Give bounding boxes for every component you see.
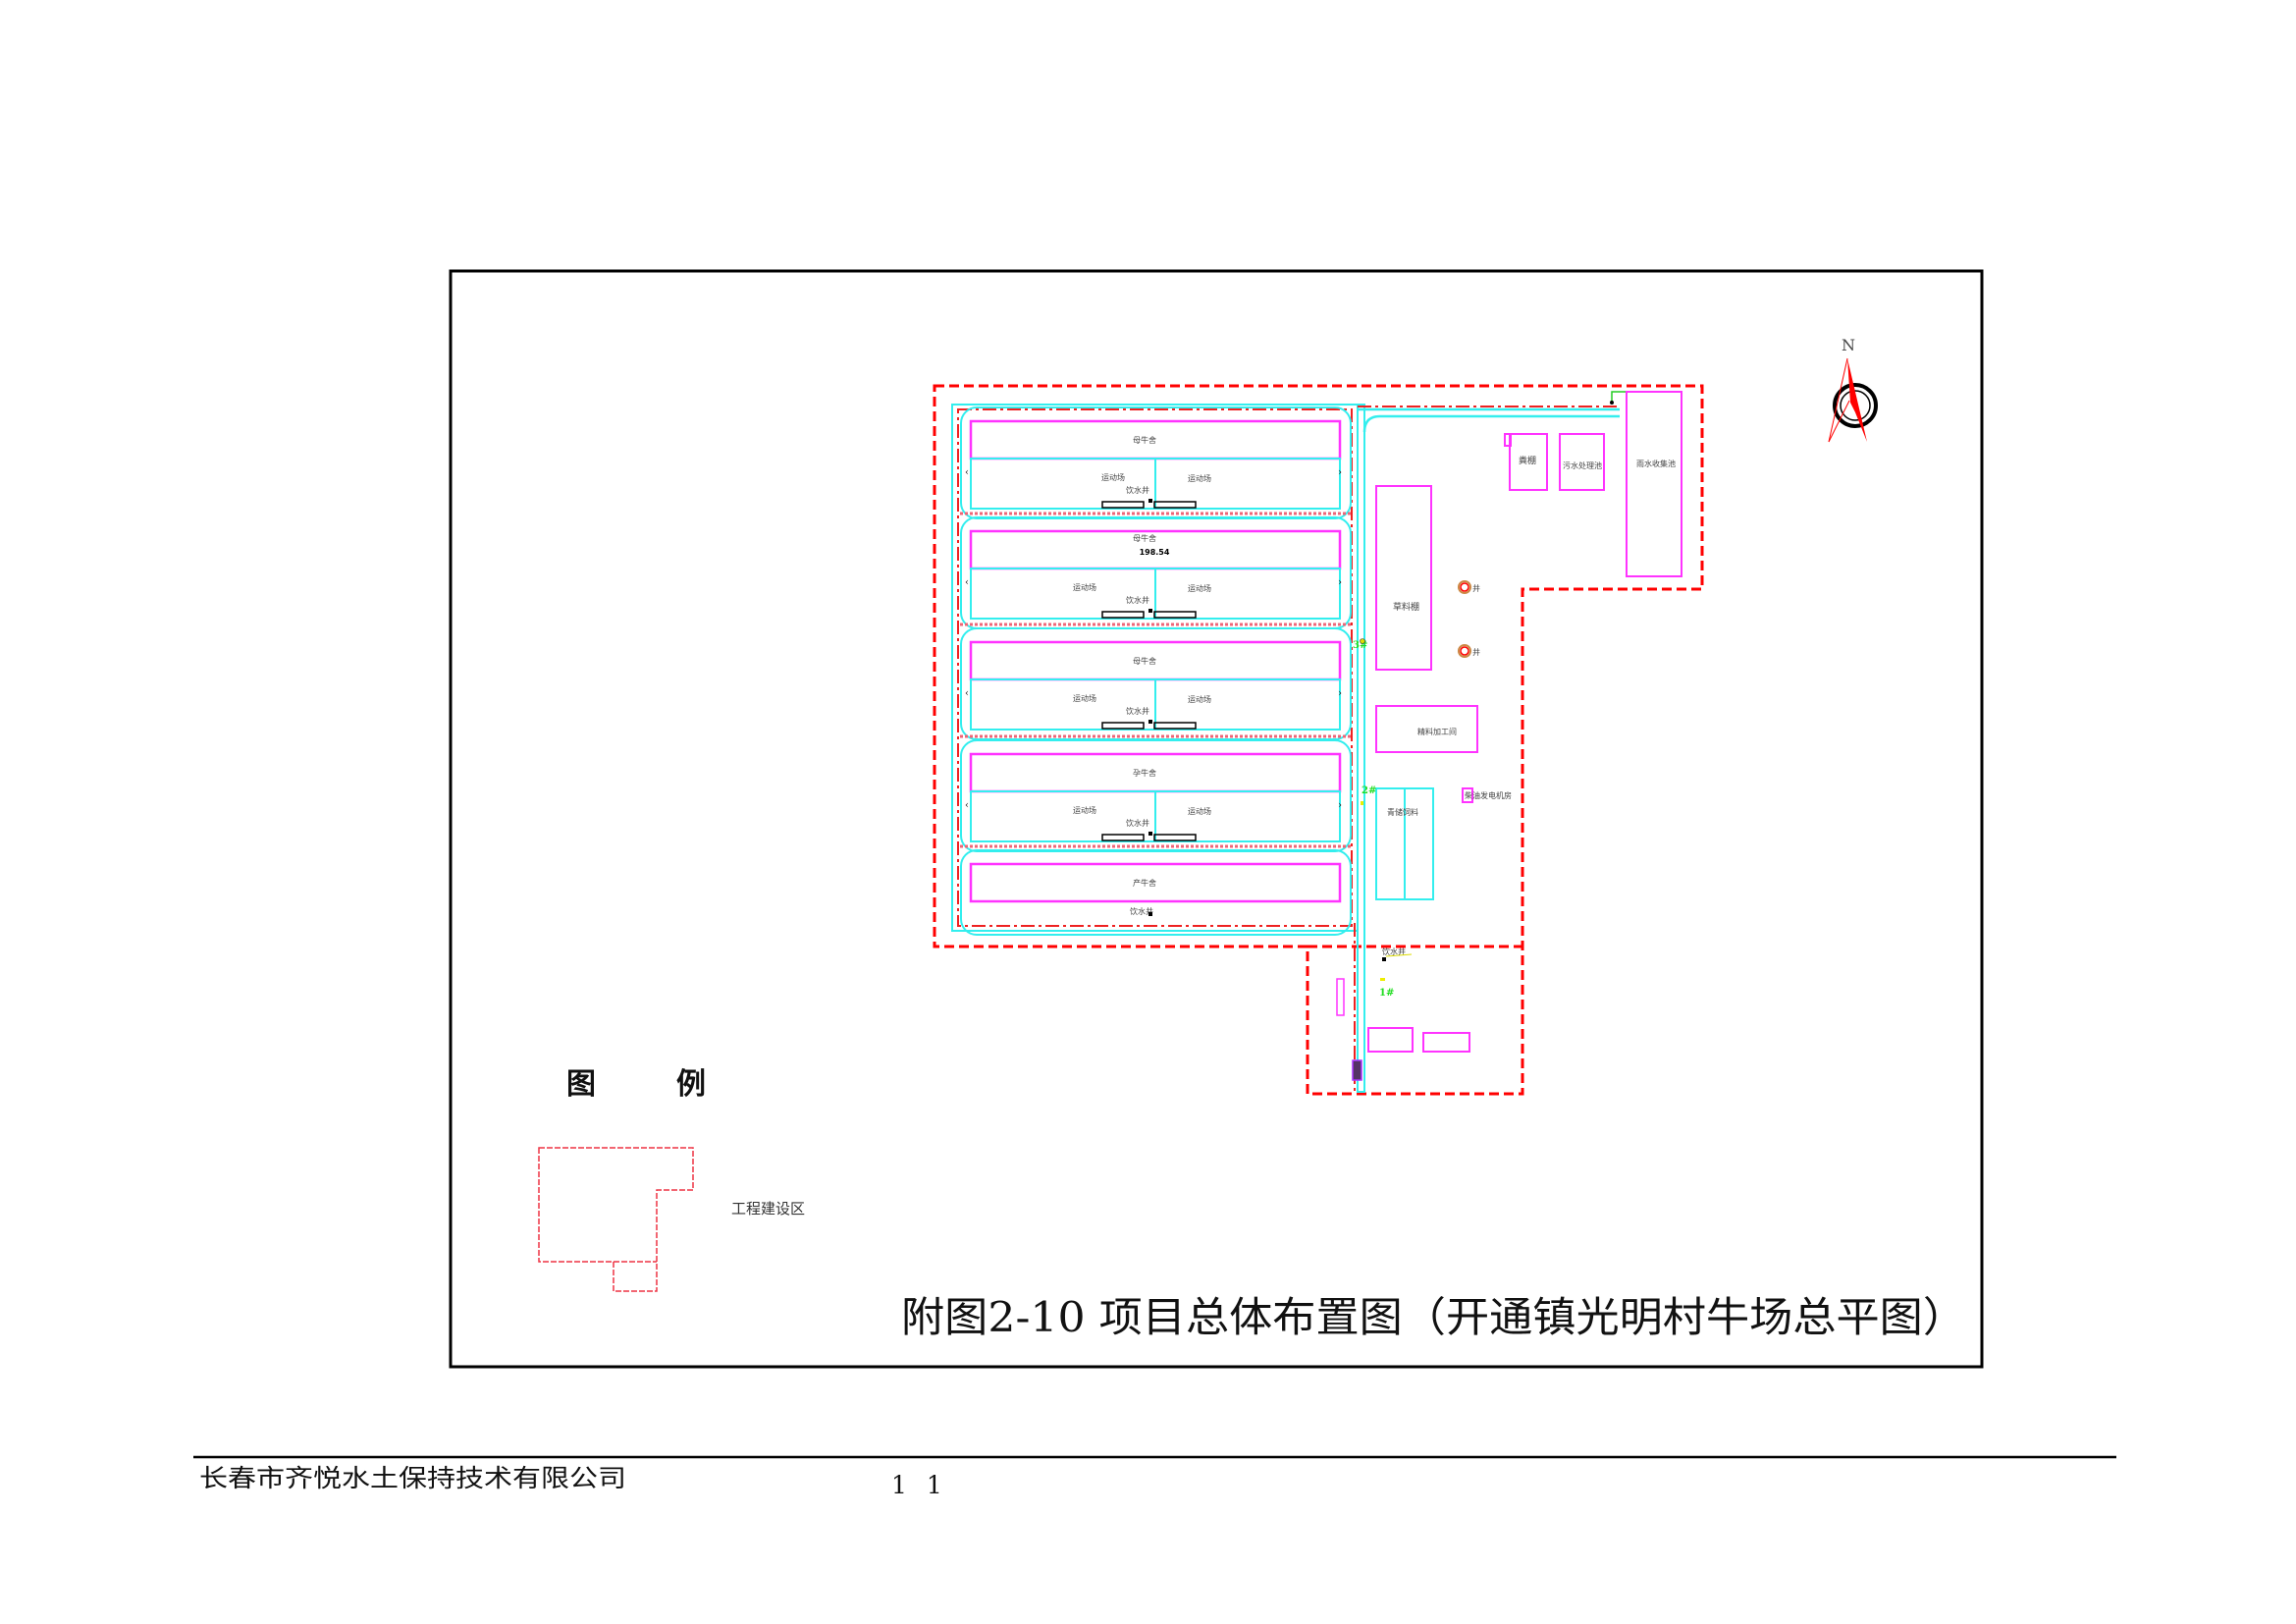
water-trough: [1101, 834, 1145, 841]
main-road-top: [1358, 407, 1620, 433]
main-road-vertical: [1357, 404, 1365, 1093]
manure-shed: [1509, 433, 1548, 491]
gate-right-icon: ›: [1338, 688, 1342, 699]
footer-page-number: 1 1: [891, 1471, 948, 1499]
yard-left-label: 运动场: [1073, 693, 1096, 703]
manure-shed-label: 粪棚: [1519, 455, 1536, 466]
water-trough: [1153, 722, 1197, 730]
legend-title-2: 例: [676, 1067, 706, 1102]
elevation-label: 198.54: [1140, 548, 1170, 557]
drinking-well-icon: [1148, 832, 1152, 836]
gate-right-icon: ›: [1338, 467, 1342, 478]
drinking-well-icon: [1148, 912, 1152, 916]
barn-label: 母牛舍: [1133, 435, 1156, 445]
auxiliary-building: [1367, 1027, 1414, 1053]
barn-building: [969, 862, 1342, 903]
barn-ring-road: [960, 849, 1352, 936]
water-well-label: 饮水井: [1126, 706, 1149, 716]
well-icon: [1458, 644, 1471, 658]
yard-right-label: 运动场: [1188, 583, 1211, 593]
barn-label: 母牛舍: [1133, 533, 1156, 543]
barn-rows: 母牛舍运动场运动场饮水井‹›母牛舍198.54运动场运动场饮水井‹›母牛舍运动场…: [960, 406, 1352, 936]
gate-left-icon: ‹: [965, 688, 969, 699]
feed-room-label: 精料加工间: [1417, 727, 1457, 736]
marker-2: 2#: [1362, 785, 1376, 796]
legend-construction-area-label: 工程建设区: [731, 1200, 805, 1218]
gate-left-icon: ‹: [965, 800, 969, 811]
water-well-label: 饮水井: [1130, 906, 1153, 916]
footer-company: 长春市齐悦水土保持技术有限公司: [199, 1464, 626, 1492]
yard-left-label: 运动场: [1073, 582, 1096, 592]
drinking-well-icon: [1148, 499, 1152, 503]
legend-construction-area-symbol: [538, 1147, 694, 1292]
water-well-label: 饮水井: [1126, 595, 1149, 605]
pipe: [1611, 391, 1627, 402]
hay-shed-label: 草料棚: [1393, 601, 1419, 613]
water-trough: [1153, 501, 1197, 509]
yard-left-label: 运动场: [1101, 472, 1125, 482]
sewage-pool: [1559, 433, 1605, 491]
valve-icon: [1610, 401, 1614, 405]
well-icon-inner: [1460, 646, 1469, 656]
yard-right-label: 运动场: [1188, 473, 1211, 483]
water-trough: [1101, 722, 1145, 730]
leader-line: [1385, 953, 1413, 957]
barn-label: 母牛舍: [1133, 656, 1156, 666]
marker-2-icon: [1361, 801, 1363, 805]
drinking-well-icon: [1148, 720, 1152, 724]
hay-shed: [1375, 485, 1432, 671]
water-trough: [1153, 834, 1197, 841]
barn-label: 产牛舍: [1133, 878, 1156, 888]
drinking-well-icon: [1148, 609, 1152, 613]
generator-room: [1462, 787, 1473, 803]
site-boundary: [933, 384, 1704, 1096]
gate-right-icon: ›: [1338, 577, 1342, 588]
legend-title-1: 图: [566, 1067, 596, 1102]
yard-right-label: 运动场: [1188, 806, 1211, 816]
gate-left-icon: ‹: [965, 577, 969, 588]
rainwater-pool: [1626, 391, 1682, 577]
water-well-label: 饮水井: [1126, 485, 1149, 495]
well-2-label: 井: [1472, 647, 1480, 657]
drinking-well-icon: [1382, 957, 1386, 961]
well-1-label: 井: [1472, 583, 1480, 593]
silage-label: 青储饲料: [1387, 807, 1418, 817]
marker-1-icon: [1380, 978, 1385, 981]
gate: [1352, 1059, 1362, 1081]
north-arrow-icon: [1828, 357, 1878, 443]
yard-right-label: 运动场: [1188, 694, 1211, 704]
barn-label: 孕牛舍: [1133, 768, 1156, 778]
water-well-label: 饮水井: [1126, 818, 1149, 828]
marker-3-icon: [1360, 638, 1365, 644]
well-icon-inner: [1460, 582, 1469, 592]
guard-room: [1336, 978, 1345, 1016]
north-label: N: [1842, 336, 1855, 354]
water-trough: [1153, 611, 1197, 619]
drawing-title: 附图2-10 项目总体布置图（开通镇光明村牛场总平图）: [901, 1293, 1966, 1341]
water-trough: [1101, 501, 1145, 509]
feed-processing-room: [1375, 705, 1478, 753]
water-trough: [1101, 611, 1145, 619]
drinking-well-label: 饮水井: [1382, 947, 1406, 956]
generator-room-label: 柴油发电机房: [1465, 790, 1512, 800]
marker-1: 1#: [1379, 988, 1394, 999]
yard-left-label: 运动场: [1073, 805, 1096, 815]
marker-3: 3#: [1353, 640, 1367, 651]
drawing-frame: [449, 269, 1984, 1369]
well-icon: [1458, 580, 1471, 594]
auxiliary-building: [1422, 1032, 1470, 1053]
rainwater-pool-label: 雨水收集池: [1636, 459, 1676, 468]
sewage-pool-label: 污水处理池: [1563, 460, 1602, 470]
gate-left-icon: ‹: [965, 467, 969, 478]
gate-right-icon: ›: [1338, 800, 1342, 811]
